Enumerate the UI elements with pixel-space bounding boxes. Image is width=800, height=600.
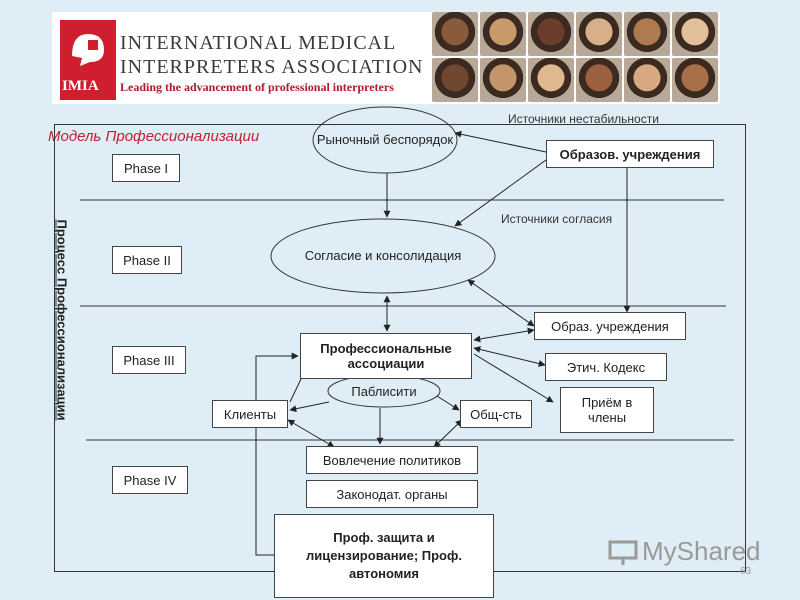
face-photo — [528, 12, 574, 56]
education-institutions-top-box: Образов. учреждения — [546, 140, 714, 168]
phase-3-box: Phase III — [112, 346, 186, 374]
protection-licensing-box: Проф. защита и лицензирование; Проф. авт… — [274, 514, 494, 598]
face-photo — [480, 58, 526, 102]
imia-badge-label: IMIA — [62, 78, 99, 94]
education-institutions-box: Образ. учреждения — [534, 312, 686, 340]
presentation-icon — [608, 540, 638, 566]
face-photo — [624, 12, 670, 56]
phase-4-box: Phase IV — [112, 466, 188, 494]
imia-logo-icon — [72, 34, 104, 66]
page-number: 63 — [740, 566, 752, 577]
market-disorder-text: Рыночный беспорядок — [316, 132, 454, 147]
myshared-watermark: MyShared — [608, 536, 761, 567]
face-photo — [432, 58, 478, 102]
professional-associations-box: Профессиональные ассоциации — [300, 333, 472, 379]
face-photo — [672, 58, 718, 102]
face-photo — [528, 58, 574, 102]
watermark-text: MyShared — [642, 536, 761, 566]
face-photo — [480, 12, 526, 56]
association-name-line2: INTERPRETERS ASSOCIATION — [120, 56, 424, 78]
consensus-ellipse — [270, 218, 496, 294]
instability-sources-label: Источники нестабильности — [508, 112, 659, 126]
membership-box: Приём в члены — [560, 387, 654, 433]
politicians-box: Вовлечение политиков — [306, 446, 478, 474]
model-title: Модель Профессионализации — [48, 128, 260, 145]
association-tagline: Leading the advancement of professional … — [120, 80, 394, 94]
consensus-sources-label: Источники согласия — [501, 212, 613, 226]
faces-photo-collage — [432, 12, 720, 104]
face-photo — [576, 58, 622, 102]
consensus-text: Согласие и консолидация — [304, 248, 462, 263]
phase-1-box: Phase I — [112, 154, 180, 182]
ethics-code-box: Этич. Кодекс — [545, 353, 667, 381]
association-name-line1: INTERNATIONAL MEDICAL — [120, 32, 397, 54]
market-ellipse — [312, 106, 458, 174]
face-photo — [672, 12, 718, 56]
phase-2-box: Phase II — [112, 246, 182, 274]
face-photo — [576, 12, 622, 56]
clients-box: Клиенты — [212, 400, 288, 428]
face-photo — [432, 12, 478, 56]
legislature-box: Законодат. органы — [306, 480, 478, 508]
header-banner: IMIA INTERNATIONAL MEDICAL INTERPRETERS … — [52, 12, 720, 104]
face-photo — [624, 58, 670, 102]
publicity-text: Паблисити — [351, 384, 417, 399]
society-box: Общ-сть — [460, 400, 532, 428]
